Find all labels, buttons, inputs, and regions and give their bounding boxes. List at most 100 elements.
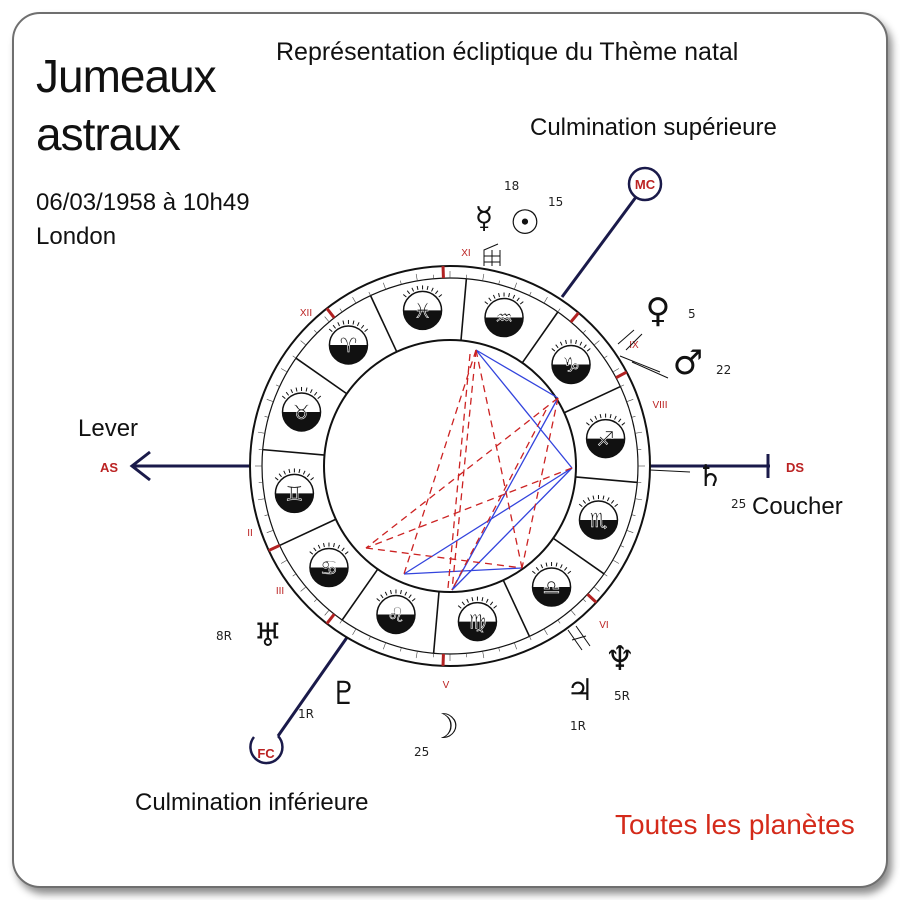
scorpio-icon-ray (582, 499, 586, 504)
sagittarius-icon-ray (618, 418, 622, 423)
cancer-icon: ♋ (309, 542, 349, 588)
virgo-icon-ray (481, 597, 484, 602)
leo-icon-ray (384, 591, 388, 596)
moon-icon: ☽ (429, 707, 459, 747)
leo-icon-ray (390, 589, 392, 595)
sign-divider (279, 518, 337, 547)
aspect-line-blue (475, 349, 559, 399)
libra-icon-ray (560, 564, 563, 569)
degree-tick (529, 291, 532, 296)
gemini-icon-ray (306, 473, 311, 478)
degree-tick (631, 416, 636, 418)
degree-tick (339, 308, 343, 313)
degree-tick (631, 514, 636, 516)
aquarius-icon-ray (488, 297, 492, 302)
libra-icon-ray (567, 570, 572, 575)
mercury-degree: 18 (504, 179, 519, 193)
libra-icon-ray (540, 564, 544, 569)
gemini-icon: ♊ (274, 468, 315, 514)
scorpio-icon-ray (606, 497, 610, 502)
sign-divider (369, 295, 398, 353)
pisces-icon-shade (403, 310, 442, 330)
house-cusp-mark (325, 307, 336, 319)
mc-axis-line (560, 196, 638, 298)
ds-label: DS (786, 460, 804, 475)
house-cusps (268, 266, 628, 666)
degree-tick (280, 559, 288, 564)
sagittarius-icon-shade (586, 438, 625, 458)
degree-tick (352, 628, 357, 636)
neptune-degree: 5R (614, 689, 630, 703)
gemini-icon-ray (310, 477, 314, 481)
fc-axis-line (276, 635, 350, 737)
taurus-icon-ray (290, 389, 294, 394)
aspect-line-red (521, 397, 559, 569)
scorpio-icon-ray (578, 503, 583, 508)
taurus-icon-ray (317, 395, 322, 399)
libra-icon-glyph: ♎ (543, 575, 561, 599)
leo-icon-ray (404, 591, 408, 596)
title-line-1: Jumeaux (36, 50, 217, 102)
sign-divider (460, 278, 468, 341)
pluto-icon: ♇ (330, 674, 359, 712)
degree-tick (264, 514, 269, 516)
degree-tick (314, 330, 318, 334)
gemini-icon-ray (288, 468, 291, 474)
taurus-icon-glyph: ♉ (293, 400, 311, 424)
aquarius-icon-ray (512, 294, 516, 299)
mars-icon: ♂ (673, 343, 703, 383)
saturn-icon: ♄ (697, 459, 724, 494)
taurus-icon-ray (305, 387, 308, 392)
degree-tick (498, 280, 500, 285)
leo-icon-glyph: ♌ (387, 602, 405, 626)
taurus-icon-ray (285, 391, 290, 396)
degree-tick (275, 384, 280, 387)
virgo-icon-ray (471, 597, 474, 602)
sign-dividers (262, 278, 638, 654)
sagittarius-icon: ♐ (585, 413, 626, 459)
scorpio-icon-ray (602, 495, 605, 500)
aquarius-icon-ray (498, 293, 500, 298)
degree-tick (400, 647, 402, 652)
aspect-line-red (365, 467, 573, 549)
house-cusp-mark (615, 370, 628, 380)
uranus-degree: 8R (216, 629, 232, 643)
libra-icon-ray (531, 570, 536, 575)
sagittarius-icon-ray (586, 422, 590, 426)
capricorn-icon-ray (583, 344, 587, 349)
degree-tick (292, 573, 297, 577)
pisces-icon-ray (438, 294, 443, 298)
virgo-icon: ♍ (457, 596, 498, 642)
degree-tick (314, 598, 318, 602)
aspect-line-blue (451, 467, 573, 591)
jupiter-degree: 1R (570, 719, 586, 733)
taurus-icon-ray (281, 395, 286, 399)
uranus-icon: ♅ (254, 616, 283, 654)
aquarius-icon-ray (492, 294, 496, 299)
capricorn-icon-ray (551, 348, 556, 352)
degree-tick (415, 273, 418, 281)
capricorn-icon-ray (586, 348, 591, 352)
sagittarius-icon-glyph: ♐ (597, 427, 615, 451)
cancer-icon-ray (313, 547, 317, 552)
degree-tick (612, 368, 620, 373)
pisces-icon-ray (411, 287, 415, 292)
degree-tick (300, 586, 307, 592)
degree-tick (626, 399, 634, 402)
degree-tick (514, 282, 517, 290)
gemini-icon-ray (278, 473, 282, 478)
sign-divider (552, 537, 605, 575)
sign-icons: ♓♒♑♐♏♎♍♌♋♊♉♈ (274, 285, 626, 642)
capricorn-icon-ray (555, 344, 559, 349)
sign-divider (575, 476, 638, 484)
degree-tick (557, 308, 561, 313)
taurus-icon-ray (314, 391, 318, 396)
degree-tick (582, 598, 586, 602)
sagittarius-icon-ray (621, 422, 626, 426)
aries-icon-ray (337, 322, 340, 327)
label-setting: Coucher (752, 493, 843, 520)
stub-mercury-sun (483, 243, 501, 266)
label-upper-culmination: Culmination supérieure (530, 114, 777, 141)
aspect-line-blue (403, 567, 523, 575)
